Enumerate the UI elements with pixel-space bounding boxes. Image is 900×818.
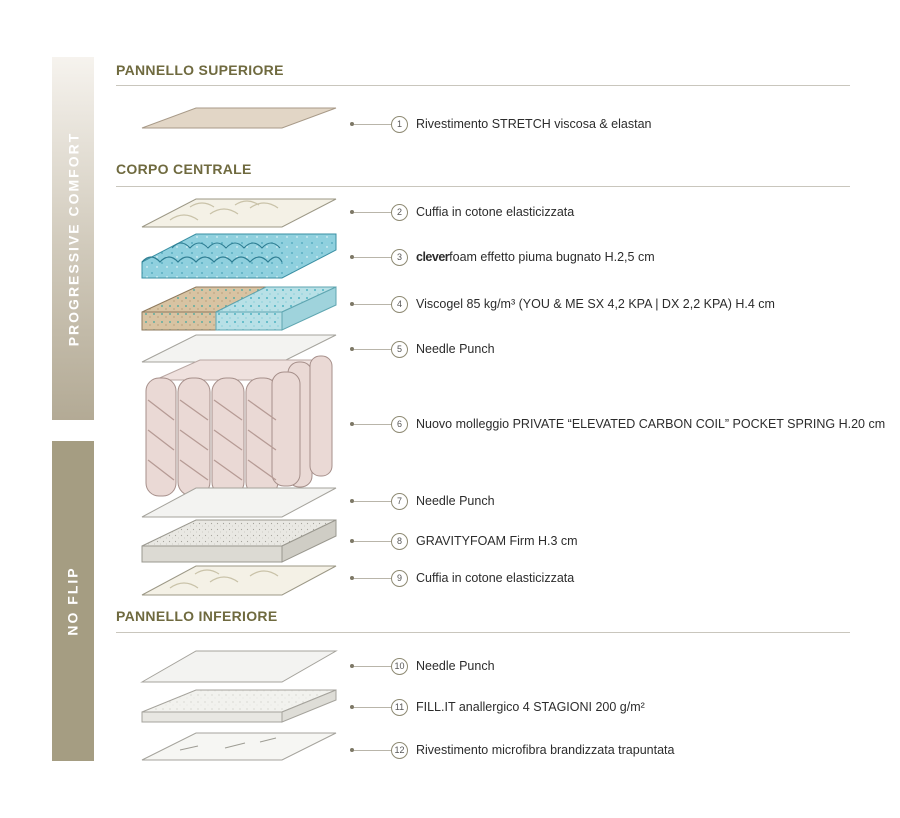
layer-1-stretch-cover bbox=[142, 108, 336, 128]
layer-number-badge: 11 bbox=[391, 699, 408, 716]
layer-number-badge: 8 bbox=[391, 533, 408, 550]
layer-number-badge: 2 bbox=[391, 204, 408, 221]
layer-10-needle-punch bbox=[142, 651, 336, 682]
layer-6-pocket-springs bbox=[146, 356, 332, 496]
leader-line bbox=[354, 424, 391, 425]
leader-line bbox=[354, 501, 391, 502]
leader-line bbox=[354, 212, 391, 213]
callout-layer-5: 5 Needle Punch bbox=[350, 339, 495, 359]
layer-label: Cuffia in cotone elasticizzata bbox=[416, 205, 574, 219]
leader-line bbox=[354, 349, 391, 350]
layer-number-badge: 4 bbox=[391, 296, 408, 313]
layer-label: Needle Punch bbox=[416, 342, 495, 356]
leader-line bbox=[354, 707, 391, 708]
layer-number-badge: 6 bbox=[391, 416, 408, 433]
layer-label: cleverfoam effetto piuma bugnato H.2,5 c… bbox=[416, 250, 655, 264]
layer-number-badge: 10 bbox=[391, 658, 408, 675]
layer-number-badge: 3 bbox=[391, 249, 408, 266]
layer-12-microfiber-cover bbox=[142, 733, 336, 760]
layer-label: Cuffia in cotone elasticizzata bbox=[416, 571, 574, 585]
callout-layer-11: 11 FILL.IT anallergico 4 STAGIONI 200 g/… bbox=[350, 697, 645, 717]
layer-9-cotton-cap bbox=[142, 566, 336, 595]
callout-layer-6: 6 Nuovo molleggio PRIVATE “ELEVATED CARB… bbox=[350, 414, 885, 434]
leader-line bbox=[354, 541, 391, 542]
leader-line bbox=[354, 578, 391, 579]
layer-label: Nuovo molleggio PRIVATE “ELEVATED CARBON… bbox=[416, 417, 885, 431]
leader-line bbox=[354, 304, 391, 305]
callout-layer-1: 1 Rivestimento STRETCH viscosa & elastan bbox=[350, 114, 652, 134]
leader-line bbox=[354, 750, 391, 751]
callout-layer-4: 4 Viscogel 85 kg/m³ (YOU & ME SX 4,2 KPA… bbox=[350, 294, 775, 314]
layer-label: Needle Punch bbox=[416, 659, 495, 673]
layer-number-badge: 12 bbox=[391, 742, 408, 759]
leader-line bbox=[354, 257, 391, 258]
cleverfoam-brand-suffix: foam bbox=[449, 250, 477, 264]
layer-5-needle-punch bbox=[142, 335, 336, 362]
callout-layer-2: 2 Cuffia in cotone elasticizzata bbox=[350, 202, 574, 222]
layer-label: Viscogel 85 kg/m³ (YOU & ME SX 4,2 KPA |… bbox=[416, 297, 775, 311]
layer-8-gravityfoam bbox=[142, 520, 336, 562]
layer-3-cleverfoam bbox=[142, 234, 336, 278]
leader-line bbox=[354, 124, 391, 125]
callout-layer-12: 12 Rivestimento microfibra brandizzata t… bbox=[350, 740, 674, 760]
callout-layer-7: 7 Needle Punch bbox=[350, 491, 495, 511]
callout-layer-8: 8 GRAVITYFOAM Firm H.3 cm bbox=[350, 531, 578, 551]
layer-label: Rivestimento STRETCH viscosa & elastan bbox=[416, 117, 652, 131]
layer-number-badge: 9 bbox=[391, 570, 408, 587]
callout-layer-3: 3 cleverfoam effetto piuma bugnato H.2,5… bbox=[350, 247, 655, 267]
layer-number-badge: 1 bbox=[391, 116, 408, 133]
layer-label: Needle Punch bbox=[416, 494, 495, 508]
layer-label-text: effetto piuma bugnato H.2,5 cm bbox=[477, 250, 655, 264]
cleverfoam-brand-prefix: clever bbox=[416, 250, 449, 264]
callout-layer-10: 10 Needle Punch bbox=[350, 656, 495, 676]
leader-line bbox=[354, 666, 391, 667]
layer-11-fill-it bbox=[142, 690, 336, 722]
layer-label: GRAVITYFOAM Firm H.3 cm bbox=[416, 534, 578, 548]
layer-4-viscogel bbox=[142, 287, 336, 330]
layer-number-badge: 5 bbox=[391, 341, 408, 358]
layer-label: FILL.IT anallergico 4 STAGIONI 200 g/m² bbox=[416, 700, 645, 714]
layer-number-badge: 7 bbox=[391, 493, 408, 510]
callout-layer-9: 9 Cuffia in cotone elasticizzata bbox=[350, 568, 574, 588]
layer-label: Rivestimento microfibra brandizzata trap… bbox=[416, 743, 674, 757]
layer-2-cotton-cap bbox=[142, 199, 336, 227]
